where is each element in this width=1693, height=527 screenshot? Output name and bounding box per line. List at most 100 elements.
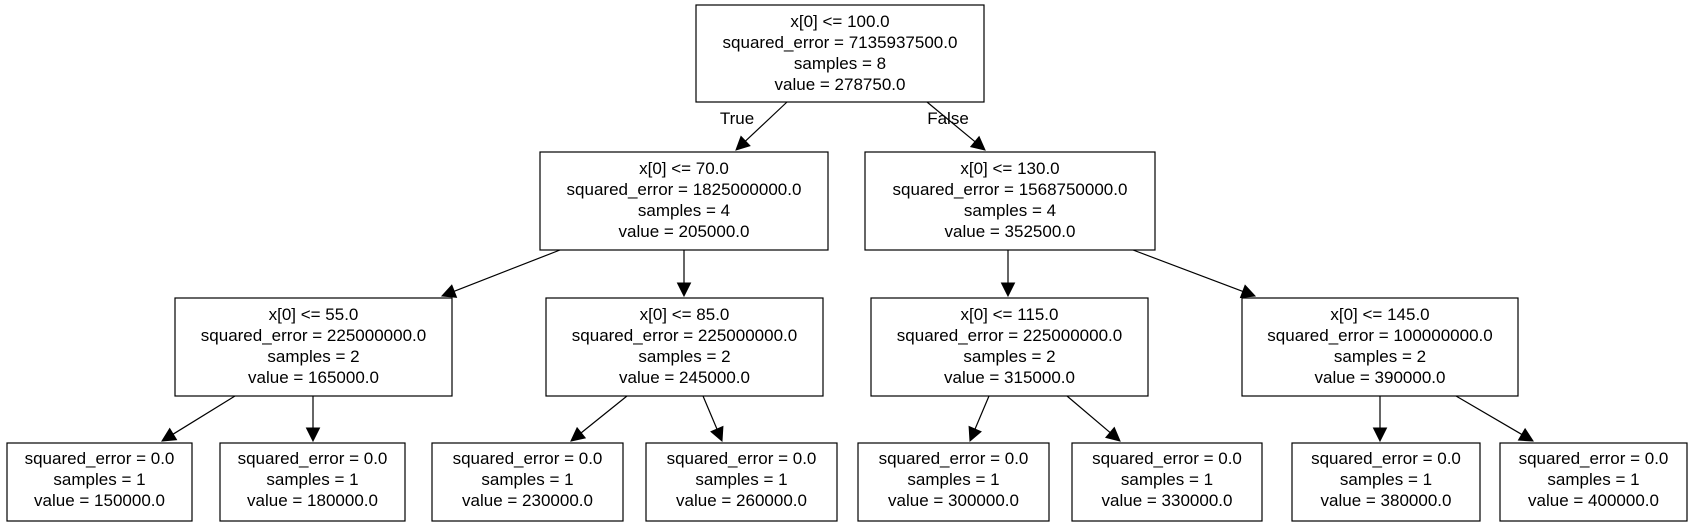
arrowhead-icon: [1239, 284, 1257, 299]
tree-edge: [1132, 249, 1257, 299]
node-box: [539, 151, 829, 251]
arrowhead-icon: [710, 425, 724, 443]
node-text-line: squared_error = 0.0: [238, 449, 388, 468]
node-box: [864, 151, 1156, 251]
arrowhead-icon: [735, 135, 751, 151]
node-text-line: squared_error = 7135937500.0: [723, 33, 958, 52]
arrowhead-icon: [440, 284, 458, 298]
tree-edge: True: [720, 101, 788, 151]
node-box: [6, 442, 193, 522]
edge-line: [453, 249, 561, 292]
node-text-line: squared_error = 225000000.0: [572, 326, 797, 345]
edge-line: [580, 395, 628, 434]
node-box: [857, 442, 1050, 522]
node-box: [870, 297, 1149, 397]
node-text-line: samples = 2: [267, 347, 359, 366]
node-text-line: value = 230000.0: [462, 491, 593, 510]
node-text-line: samples = 1: [266, 470, 358, 489]
split-node: x[0] <= 85.0 squared_error = 225000000.0 s…: [545, 297, 824, 397]
leaf-node: squared_error = 0.0 samples = 1 value = 38…: [1291, 442, 1481, 522]
arrowhead-icon: [676, 282, 692, 298]
node-text-line: samples = 4: [638, 201, 730, 220]
node-text-line: squared_error = 0.0: [667, 449, 817, 468]
node-text-line: samples = 8: [794, 54, 886, 73]
node-text-line: value = 300000.0: [888, 491, 1019, 510]
node-text-line: x[0] <= 70.0: [639, 159, 729, 178]
node-text-line: samples = 1: [1121, 470, 1213, 489]
tree-edge: [676, 250, 692, 298]
arrowhead-icon: [1000, 282, 1016, 298]
node-text-line: x[0] <= 130.0: [960, 159, 1059, 178]
node-text-line: value = 165000.0: [248, 368, 379, 387]
node-text-line: x[0] <= 85.0: [640, 305, 730, 324]
edge-label-true: True: [720, 109, 754, 128]
node-text-line: samples = 1: [695, 470, 787, 489]
node-text-line: samples = 1: [1340, 470, 1432, 489]
edge-line: [702, 395, 718, 430]
node-text-line: squared_error = 0.0: [1519, 449, 1669, 468]
node-text-line: value = 315000.0: [944, 368, 1075, 387]
node-text-line: value = 278750.0: [775, 75, 906, 94]
node-text-line: samples = 1: [907, 470, 999, 489]
tree-edge: False: [926, 101, 986, 151]
tree-edge: [1066, 395, 1121, 442]
node-text-line: x[0] <= 55.0: [269, 305, 359, 324]
edge-line: [1455, 395, 1523, 435]
node-text-line: value = 330000.0: [1102, 491, 1233, 510]
edge-line: [926, 101, 976, 143]
edge-line: [745, 101, 788, 142]
node-text-line: value = 150000.0: [34, 491, 165, 510]
node-text-line: squared_error = 0.0: [1311, 449, 1461, 468]
node-text-line: samples = 4: [964, 201, 1056, 220]
node-text-line: squared_error = 0.0: [879, 449, 1029, 468]
node-text-line: value = 205000.0: [619, 222, 750, 241]
node-text-line: squared_error = 0.0: [453, 449, 603, 468]
node-box: [1241, 297, 1519, 397]
node-box: [431, 442, 624, 522]
edge-line: [1132, 249, 1244, 292]
node-box: [695, 4, 985, 103]
node-box: [1499, 442, 1688, 522]
edge-line: [1066, 395, 1111, 434]
tree-edge: [1455, 395, 1534, 442]
tree-edge: [1000, 250, 1016, 298]
edge-label-false: False: [927, 109, 969, 128]
node-box: [545, 297, 824, 397]
node-text-line: value = 390000.0: [1315, 368, 1446, 387]
leaf-node: squared_error = 0.0 samples = 1 value = 30…: [857, 442, 1050, 522]
edge-line: [974, 395, 990, 430]
tree-edge: [570, 395, 628, 442]
tree-edge: [440, 249, 561, 298]
node-box: [1291, 442, 1481, 522]
arrowhead-icon: [968, 425, 982, 443]
node-text-line: value = 180000.0: [247, 491, 378, 510]
node-text-line: value = 260000.0: [676, 491, 807, 510]
node-box: [174, 297, 453, 397]
tree-edge: [161, 395, 236, 442]
node-text-line: squared_error = 100000000.0: [1267, 326, 1492, 345]
node-text-line: value = 380000.0: [1321, 491, 1452, 510]
arrowhead-icon: [1372, 427, 1388, 443]
tree-edge: [305, 396, 321, 443]
node-text-line: squared_error = 225000000.0: [201, 326, 426, 345]
leaf-node: squared_error = 0.0 samples = 1 value = 18…: [219, 442, 406, 522]
node-text-line: samples = 2: [638, 347, 730, 366]
node-box: [219, 442, 406, 522]
tree-edge: [1372, 396, 1388, 443]
node-text-line: squared_error = 225000000.0: [897, 326, 1122, 345]
arrowhead-icon: [1104, 426, 1121, 442]
arrowhead-icon: [969, 135, 986, 151]
node-text-line: squared_error = 1568750000.0: [893, 180, 1128, 199]
node-text-line: squared_error = 0.0: [25, 449, 175, 468]
node-text-line: value = 400000.0: [1528, 491, 1659, 510]
leaf-node: squared_error = 0.0 samples = 1 value = 26…: [645, 442, 838, 522]
node-text-line: value = 245000.0: [619, 368, 750, 387]
tree-edge: [702, 395, 724, 443]
node-text-line: samples = 1: [53, 470, 145, 489]
